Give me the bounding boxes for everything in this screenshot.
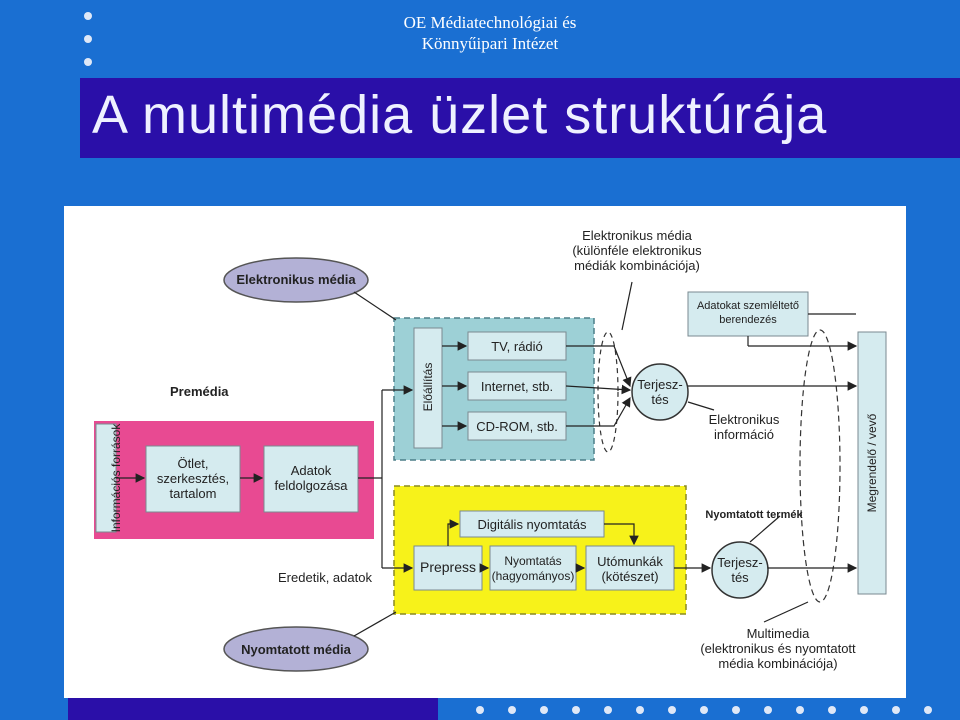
- printed-media-ellipse-label: Nyomtatott média: [241, 642, 351, 657]
- distribution-line-1: Terjesz-: [717, 555, 763, 570]
- premedia-label: Premédia: [170, 384, 229, 399]
- electronic-media-ellipse: [223, 257, 369, 303]
- data-line-2: feldolgozása: [274, 478, 348, 493]
- bullet-dot-icon: [892, 706, 900, 714]
- distribution-line-2: tés: [651, 392, 669, 407]
- bullet-dot-icon: [84, 35, 92, 43]
- electronic-media-ellipse-label: Elektronikus média: [236, 272, 356, 287]
- orderer-box: [857, 331, 887, 595]
- electronic-info-label: Elektronikus információ: [694, 412, 794, 442]
- bullet-dot-icon: [604, 706, 612, 714]
- printing-label: Nyomtatás (hagyományos): [490, 554, 576, 584]
- display-device-box: [687, 291, 809, 337]
- idea-box: [145, 445, 241, 513]
- bullet-dot-icon: [636, 706, 644, 714]
- electronic-media-top-label: Elektronikus média (különféle elektronik…: [552, 228, 722, 273]
- orderer-label: Megrendelő / vevő: [865, 413, 879, 513]
- bullet-dot-icon: [540, 706, 548, 714]
- bullet-dot-icon: [572, 706, 580, 714]
- production-box: [413, 327, 443, 449]
- finishing-line-2: (kötészet): [601, 569, 659, 584]
- bullet-dot-icon: [84, 12, 92, 20]
- finishing-label: Utómunkák (kötészet): [586, 554, 674, 584]
- bullet-dot-icon: [764, 706, 772, 714]
- internet-box: [467, 371, 567, 401]
- idea-line-3: tartalom: [169, 486, 217, 501]
- electronic-media-top-desc-1: (különféle elektronikus: [572, 243, 702, 258]
- orderer-loop: [799, 329, 841, 603]
- bullet-dot-icon: [796, 706, 804, 714]
- title-bar: A multimédia üzlet struktúrája: [80, 78, 960, 158]
- bullet-dot-icon: [732, 706, 740, 714]
- bullet-dot-icon: [668, 706, 676, 714]
- institution-line-2: Könnyűipari Intézet: [421, 34, 559, 53]
- internet-label: Internet, stb.: [480, 379, 554, 394]
- bullet-dot-icon: [924, 706, 932, 714]
- print-distribution-circle: [711, 541, 769, 599]
- bullet-dot-icon: [508, 706, 516, 714]
- data-processing-box: [263, 445, 359, 513]
- display-device-label: Adatokat szemléltető berendezés: [688, 299, 808, 327]
- electronic-info-line-1: Elektronikus: [708, 412, 780, 427]
- printed-product-label: Nyomtatott termék: [705, 509, 803, 521]
- digital-printing-box: [459, 510, 605, 538]
- digital-printing-label: Digitális nyomtatás: [477, 517, 587, 532]
- cdrom-label: CD-ROM, stb.: [476, 419, 558, 434]
- idea-line-1: Ötlet,: [177, 456, 209, 471]
- multimedia-title: Multimedia: [746, 626, 810, 641]
- cdrom-box: [467, 411, 567, 441]
- finishing-box: [585, 545, 675, 591]
- bullet-dot-icon: [84, 58, 92, 66]
- production-label: Előállítás: [421, 362, 435, 412]
- display-device-line-1: Adatokat szemléltető: [696, 300, 800, 312]
- electronic-loop: [597, 331, 619, 453]
- multimedia-label: Multimedia (elektronikus és nyomtatott m…: [692, 626, 864, 671]
- tv-radio-box: [467, 331, 567, 361]
- electronic-media-top-desc-2: médiák kombinációja): [574, 258, 700, 273]
- bullet-dot-icon: [476, 706, 484, 714]
- footer-bar: [68, 698, 438, 720]
- printing-line-2: (hagyományos): [491, 569, 575, 583]
- idea-box-label: Ötlet, szerkesztés, tartalom: [146, 456, 240, 501]
- bullet-dot-icon: [828, 706, 836, 714]
- multimedia-business-diagram: Elektronikus média Nyomtatott média Prem…: [64, 206, 906, 698]
- distribution-line-2: tés: [731, 570, 749, 585]
- finishing-line-1: Utómunkák: [597, 554, 663, 569]
- multimedia-desc-2: média kombinációja): [718, 656, 838, 671]
- printing-line-1: Nyomtatás: [504, 554, 562, 568]
- printed-media-ellipse: [223, 626, 369, 672]
- data-box-label: Adatok feldolgozása: [264, 463, 358, 493]
- print-distribution-label: Terjesz- tés: [712, 555, 768, 585]
- tv-radio-label: TV, rádió: [491, 339, 543, 354]
- display-device-line-2: berendezés: [719, 314, 777, 326]
- idea-line-2: szerkesztés,: [156, 471, 230, 486]
- printing-box: [489, 545, 577, 591]
- electronic-distribution-circle: [631, 363, 689, 421]
- slide-title: A multimédia üzlet struktúrája: [92, 85, 828, 145]
- prepress-label: Prepress: [419, 559, 477, 575]
- bullet-dot-icon: [860, 706, 868, 714]
- electronic-info-line-2: információ: [714, 427, 774, 442]
- info-sources-label: Információs források: [109, 423, 123, 533]
- multimedia-desc-1: (elektronikus és nyomtatott: [700, 641, 856, 656]
- institution-name: OE Médiatechnológiai és Könnyűipari Inté…: [330, 12, 650, 54]
- data-line-1: Adatok: [290, 463, 332, 478]
- diagram-shapes: [94, 257, 887, 672]
- electronic-distribution-label: Terjesz- tés: [632, 377, 688, 407]
- prepress-box: [413, 545, 483, 591]
- originals-label: Eredetik, adatok: [278, 570, 372, 585]
- distribution-line-1: Terjesz-: [637, 377, 683, 392]
- electronic-media-top-title: Elektronikus média: [582, 228, 692, 243]
- bullet-dot-icon: [700, 706, 708, 714]
- institution-line-1: OE Médiatechnológiai és: [403, 13, 577, 32]
